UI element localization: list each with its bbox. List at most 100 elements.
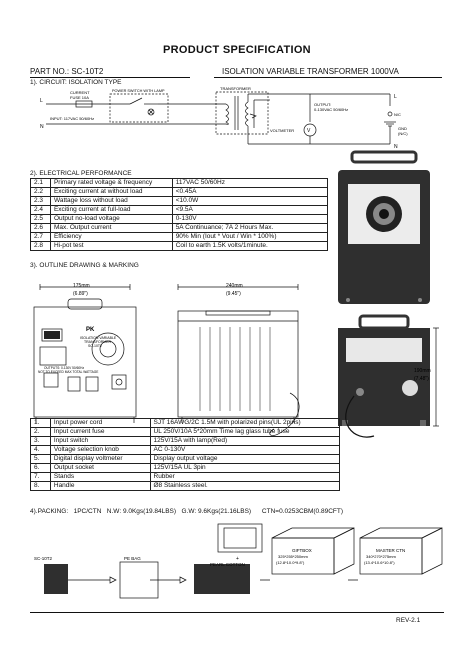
- electrical-value: 0-130V: [171, 214, 329, 224]
- electrical-item: Output no-load voltage: [49, 214, 173, 224]
- electrical-no: 2.2: [30, 187, 51, 197]
- parts-value: 125V/15A with lamp(Red): [149, 436, 340, 446]
- packing-master-dim2: (13.4*10.6*10.8"): [364, 560, 395, 565]
- parts-item: Input current fuse: [49, 427, 151, 437]
- parts-value: Ø8 Stainless steel.: [149, 481, 340, 491]
- width-dimension-in: (6.89"): [73, 291, 88, 297]
- outline-heading: 3). OUTLINE DRAWING & MARKING: [30, 262, 139, 269]
- parts-no: 1.: [30, 418, 51, 428]
- circuit-nc-label: N/C: [394, 112, 401, 117]
- depth-dimension: 240mm: [226, 283, 243, 289]
- parts-no: 6.: [30, 463, 51, 473]
- circuit-n-right: N: [394, 144, 398, 150]
- electrical-item: Wattage loss without load: [49, 196, 173, 206]
- electrical-item: Primary rated voltage & frequency: [49, 178, 173, 188]
- electrical-no: 2.6: [30, 223, 51, 233]
- parts-value: 125V/15A UL 3pin: [149, 463, 340, 473]
- circuit-heading: 1). CIRCUIT: ISOLATION TYPE: [30, 79, 122, 86]
- parts-no: 8.: [30, 481, 51, 491]
- parts-item: Voltage selection knob: [49, 445, 151, 455]
- parts-value: SJT 16AWG/2C 1.5M with polarized pins(UL…: [149, 418, 340, 428]
- electrical-value: <0.45A: [171, 187, 329, 197]
- electrical-no: 2.7: [30, 232, 51, 242]
- product-name: ISOLATION VARIABLE TRANSFORMER 1000VA: [222, 67, 399, 76]
- electrical-item: Exciting current at full-load: [49, 205, 173, 215]
- packing-pe-bag: PE BAG: [124, 556, 141, 561]
- circuit-n-left: N: [40, 124, 44, 130]
- width-dimension: 175mm: [73, 283, 90, 289]
- circuit-v-label: V: [307, 128, 311, 134]
- circuit-voltmeter-label: VOLTMETER: [270, 128, 294, 133]
- depth-dimension-in: (9.45"): [226, 291, 241, 297]
- header-underline-right: [214, 77, 442, 78]
- electrical-no: 2.8: [30, 241, 51, 251]
- revision: REV-2.1: [396, 617, 421, 624]
- electrical-value: 90% Min (Iout * Vout / Win * 100%): [171, 232, 329, 242]
- packing-pearl-cotton: PEARL COTTON: [210, 562, 245, 567]
- parts-item: Input switch: [49, 436, 151, 446]
- circuit-output-label: OUTPUT:0-130VAC 50/60Hz: [314, 102, 348, 112]
- packing-giftbox-dim1: 325*255*250mm: [278, 554, 308, 559]
- electrical-value: 5A Continuance; 7A 2 Hours Max.: [171, 223, 329, 233]
- electrical-no: 2.5: [30, 214, 51, 224]
- electrical-no: 2.1: [30, 178, 51, 188]
- electrical-heading: 2). ELECTRICAL PERFORMANCE: [30, 170, 132, 177]
- electrical-value: Coil to earth 1.5K volts/1minute.: [171, 241, 329, 251]
- page-title: PRODUCT SPECIFICATION: [163, 44, 311, 56]
- electrical-value: <9.5A: [171, 205, 329, 215]
- circuit-input-label: INPUT: 117VAC 50/60Hz: [50, 116, 94, 121]
- circuit-gnd-label: GND(N/C): [398, 126, 408, 136]
- circuit-transformer-label: TRANSFORMER: [220, 86, 251, 91]
- parts-no: 3.: [30, 436, 51, 446]
- brand-logo: PK: [86, 327, 95, 333]
- parts-value: AC 0-130V: [149, 445, 340, 455]
- electrical-item: Efficiency: [49, 232, 173, 242]
- parts-item: Digital display voltmeter: [49, 454, 151, 464]
- parts-value: Rubber: [149, 472, 340, 482]
- product-photo: [338, 150, 430, 304]
- electrical-item: Max. Output current: [49, 223, 173, 233]
- circuit-l-left: L: [40, 98, 43, 104]
- packing-sc-label: SC-10T2: [34, 556, 53, 561]
- packing-master-dim1: 340*270*275mm: [366, 554, 396, 559]
- packing-giftbox-dim2: (12.8*10.0*9.8"): [276, 560, 305, 565]
- parts-item: Output socket: [49, 463, 151, 473]
- electrical-item: Exciting current at without load: [49, 187, 173, 197]
- packing-giftbox: GIFTBOX: [292, 548, 312, 553]
- electrical-no: 2.3: [30, 196, 51, 206]
- electrical-value: 117VAC 50/60Hz: [171, 178, 329, 188]
- circuit-l-right: L: [394, 94, 397, 100]
- packing-master-ctn: MASTER CTN: [376, 548, 405, 553]
- parts-item: Input power cord: [49, 418, 151, 428]
- parts-value: UL 250V/10A 5*20mm Time lag glass tube f…: [149, 427, 340, 437]
- part-number: PART NO.: SC-10T2: [30, 67, 104, 76]
- electrical-no: 2.4: [30, 205, 51, 215]
- parts-no: 7.: [30, 472, 51, 482]
- electrical-item: Hi-pot test: [49, 241, 173, 251]
- height-dimension: 190mm: [414, 368, 431, 374]
- packing-line: 4).PACKING: 1PC/CTN N.W: 9.0Kgs(19.84LBS…: [30, 508, 344, 515]
- parts-no: 4.: [30, 445, 51, 455]
- parts-item: Stands: [49, 472, 151, 482]
